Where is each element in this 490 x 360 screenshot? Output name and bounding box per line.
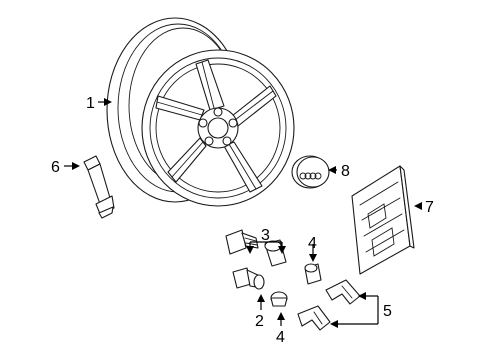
tpms-clip-lower[interactable]: [297, 305, 331, 331]
bolt-lock[interactable]: [232, 267, 265, 290]
tpms-clip-upper[interactable]: [325, 279, 361, 305]
lock-bolt[interactable]: [225, 229, 259, 255]
callout-5: 5: [383, 303, 392, 320]
wheel-assembly[interactable]: [106, 17, 295, 207]
nut-cap-bottom[interactable]: [270, 291, 288, 307]
callout-1: 1: [86, 95, 95, 112]
valve-stem[interactable]: [83, 155, 115, 219]
callout-4-bottom: 4: [276, 329, 285, 346]
leaders: [64, 98, 422, 328]
lug-holes: [198, 107, 238, 146]
center-cap[interactable]: [291, 155, 330, 189]
callout-6: 6: [51, 159, 60, 176]
callout-4-top: 4: [308, 235, 317, 252]
callout-7: 7: [425, 199, 434, 216]
rings-logo: [299, 172, 322, 180]
callout-2: 2: [255, 313, 264, 330]
callout-3: 3: [261, 227, 270, 244]
tool-set-pouch[interactable]: [351, 165, 415, 275]
callout-8: 8: [341, 163, 350, 180]
wheel-spokes: [155, 59, 277, 193]
callout-labels: 1 6 8 7 3 4 4 2 5: [51, 95, 434, 346]
nut-cap-top[interactable]: [304, 263, 322, 285]
